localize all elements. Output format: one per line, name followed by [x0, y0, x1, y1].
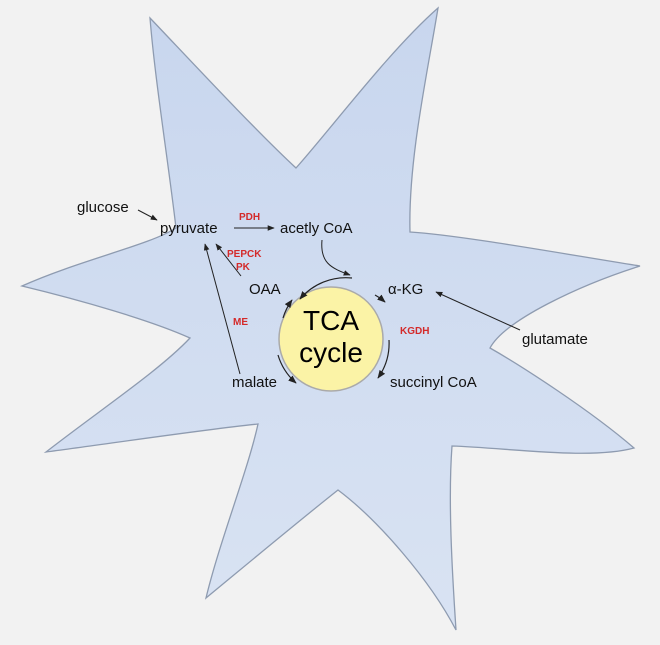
oaa-label: OAA [249, 281, 281, 298]
glucose-label: glucose [77, 199, 129, 216]
enzyme-me: ME [233, 317, 248, 328]
tca-label-line2: cycle [299, 337, 363, 368]
enzyme-pdh: PDH [239, 212, 260, 223]
arrow-glutamate-akg [435, 291, 521, 331]
pyruvate-label: pyruvate [160, 220, 218, 237]
tca-label-line1: TCA [303, 305, 359, 336]
arrow-malate-pyruvate [203, 243, 241, 375]
cycle-arrow-oaa [282, 299, 293, 319]
cycle-arrow-malate [277, 354, 297, 384]
arrow-oaa-pyruvate [215, 243, 242, 277]
arrow-acetylcoa-tca [321, 239, 351, 276]
succinyl-coa-label: succinyl CoA [390, 374, 477, 391]
arrow-glucose-pyruvate [137, 209, 158, 221]
enzyme-pk: PK [236, 262, 251, 273]
acetyl-coa-label: acetly CoA [280, 220, 353, 237]
enzyme-pepck: PEPCK [227, 249, 262, 260]
cycle-arrow-oaa-top [299, 277, 353, 300]
cycle-arrow-akg [374, 294, 386, 303]
malate-label: malate [232, 374, 277, 391]
glutamate-label: glutamate [522, 331, 588, 348]
tca-cycle-circle [278, 286, 384, 392]
akg-label: α-KG [388, 281, 423, 298]
cycle-arrow-succinyl [377, 339, 390, 379]
enzyme-kgdh: KGDH [400, 326, 429, 337]
